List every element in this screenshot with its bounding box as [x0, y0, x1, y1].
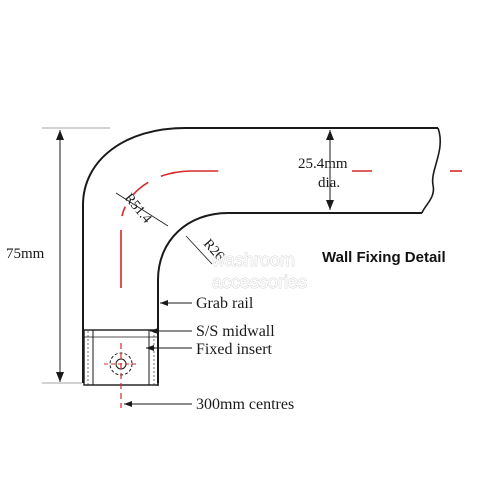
- grab-rail-arrow: [160, 300, 168, 306]
- rail-outer-edge: [82, 127, 438, 383]
- inner-radius-leader: [185, 235, 213, 265]
- wall-flange: [83, 312, 159, 386]
- diameter-arrow-top: [326, 130, 334, 140]
- rail-inner-edge: [157, 212, 422, 383]
- diameter-value-label: 25.4mm: [298, 156, 348, 172]
- watermark-line2: accessories: [212, 272, 307, 292]
- rail-centerline: [120, 170, 232, 288]
- watermark-line1: washroom: [211, 250, 295, 270]
- height-arrow-top: [56, 130, 64, 140]
- centres-label: 300mm centres: [196, 396, 294, 413]
- centres-arrow: [124, 401, 132, 407]
- height-arrow-bottom: [56, 372, 64, 382]
- height-label: 75mm: [6, 246, 45, 262]
- diagram-title: Wall Fixing Detail: [322, 249, 446, 266]
- rail-break-line: [421, 127, 442, 214]
- fixed-insert-label: Fixed insert: [196, 341, 273, 358]
- midwall-label: S/S midwall: [196, 323, 275, 340]
- outer-radius-label: R51.4: [121, 191, 154, 227]
- outer-radius-leader: [115, 192, 169, 227]
- diameter-unit-label: dia.: [318, 175, 340, 191]
- fixed-insert-arrow: [146, 345, 154, 351]
- grab-rail-label: Grab rail: [196, 295, 254, 312]
- diameter-arrow-bottom: [326, 200, 334, 210]
- midwall-arrow: [150, 328, 158, 334]
